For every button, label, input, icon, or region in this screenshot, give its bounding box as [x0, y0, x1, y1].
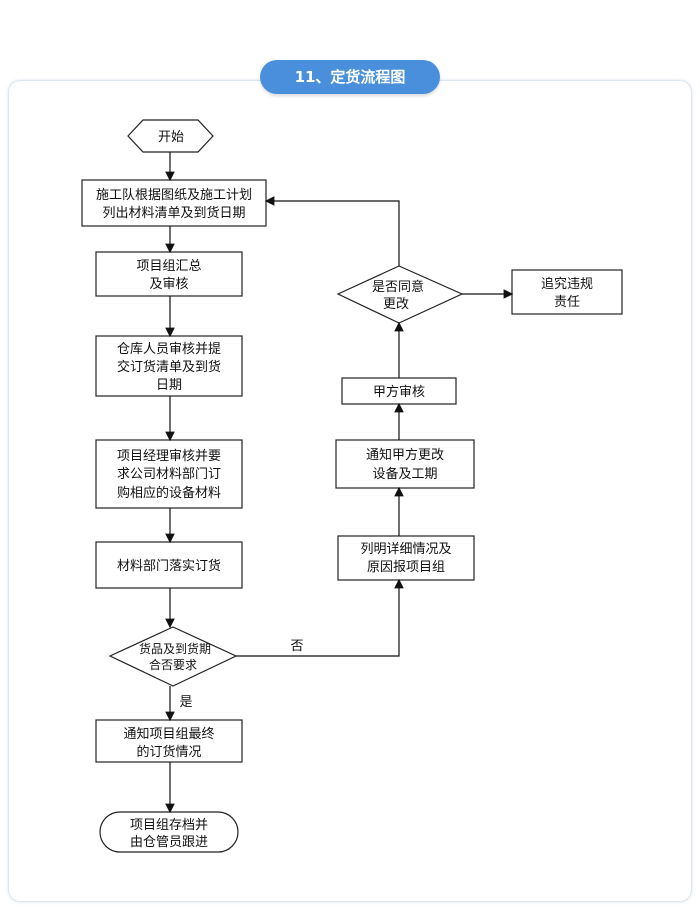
notify-final-line2: 的订货情况: [136, 744, 201, 760]
check-diamond: [108, 626, 238, 687]
edge-agree-back: [264, 196, 400, 266]
agree-line2: 更改: [383, 297, 409, 312]
order-label: 材料部门落实订货: [117, 558, 221, 574]
start-label: 开始: [158, 130, 184, 145]
edge-label-no: 否: [290, 639, 303, 654]
notify-client-line2: 设备及工期: [372, 466, 437, 482]
warehouse-line3: 日期: [156, 378, 182, 393]
liability-line1: 追究违规: [541, 276, 593, 292]
edge-check-no: [236, 578, 404, 657]
list-detail-line1: 列明详细情况及: [360, 542, 451, 557]
make-list-line2: 列出材料清单及到货日期: [102, 205, 245, 221]
check-line2: 合否要求: [149, 657, 197, 672]
warehouse-line1: 仓库人员审核并提: [117, 341, 221, 357]
list-detail-line2: 原因报项目组: [367, 560, 445, 575]
notify-client-line1: 通知甲方更改: [366, 447, 444, 463]
pm-review-box: [95, 439, 243, 509]
pm-review-line1: 项目经理审核并要: [117, 449, 221, 464]
notify-client-box: [335, 439, 475, 489]
client-review-label: 甲方审核: [373, 384, 425, 400]
group-review-line2: 及审核: [149, 277, 188, 292]
liability-line2: 责任: [554, 295, 580, 310]
pm-review-line3: 购相应的设备材料: [117, 485, 221, 501]
agree-line1: 是否同意: [372, 279, 424, 295]
archive-line2: 由仓管员跟进: [130, 835, 208, 850]
order-box: [95, 541, 243, 589]
group-review-line1: 项目组汇总: [136, 259, 201, 274]
start-node: [127, 119, 214, 153]
pm-review-line2: 求公司材料部门订: [117, 467, 221, 482]
archive-line1: 项目组存档并: [130, 818, 208, 833]
list-detail-box: [337, 535, 475, 581]
warehouse-box: [95, 335, 243, 397]
page-title: 11、定货流程图: [260, 60, 440, 94]
group-review-box: [95, 251, 243, 297]
edge-label-yes: 是: [179, 695, 192, 710]
notify-final-box: [95, 719, 243, 763]
make-list-box: [81, 179, 267, 227]
notify-final-line1: 通知项目组最终: [123, 726, 214, 742]
check-line1: 货品及到货期: [139, 641, 211, 656]
make-list-line1: 施工队根据图纸及施工计划: [96, 188, 252, 203]
warehouse-line2: 交订货清单及到货: [117, 359, 221, 375]
liability-box: [511, 269, 623, 315]
